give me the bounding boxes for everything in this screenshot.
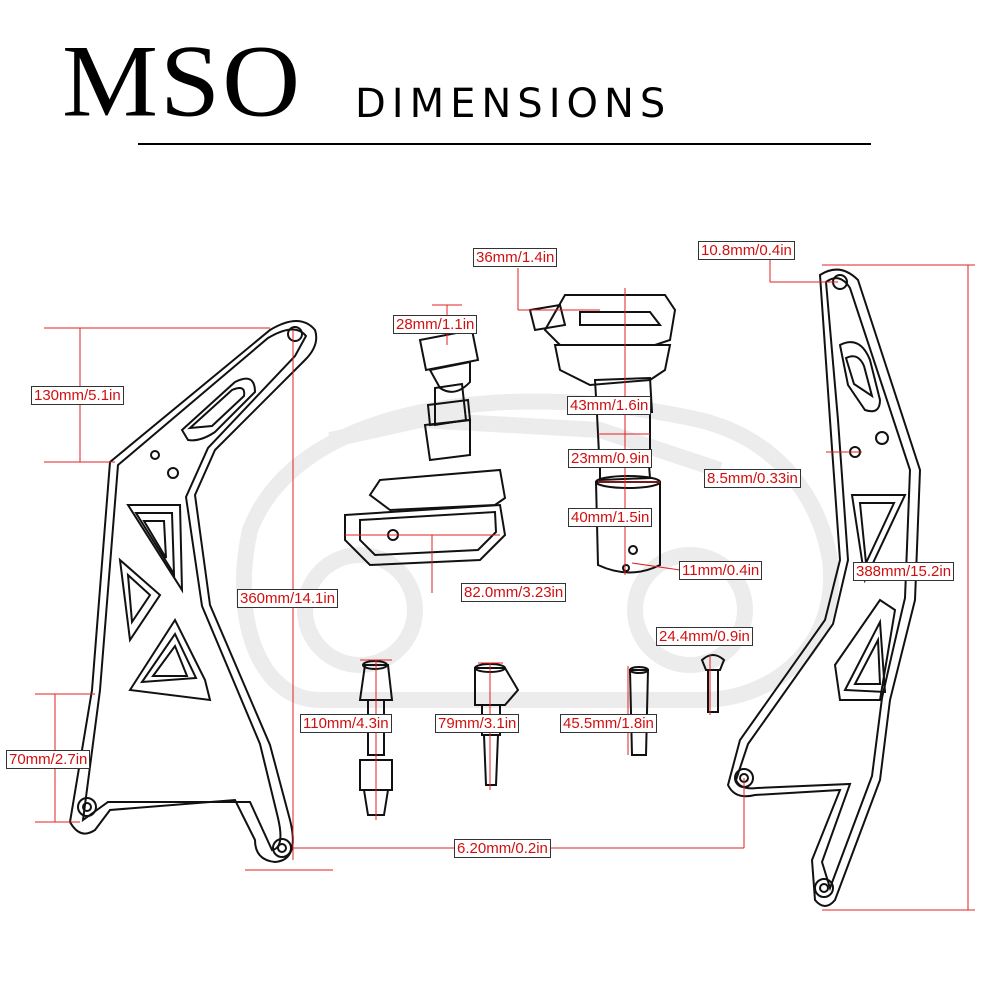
dimension-lines [35, 258, 975, 911]
dim-label-8-5: 8.5mm/0.33in [704, 469, 801, 488]
pin-shape [628, 669, 650, 756]
long-bolt-shape [358, 664, 394, 701]
dim-label-82: 82.0mm/3.23in [461, 583, 567, 602]
dim-label-79: 79mm/3.1in [435, 714, 520, 733]
dim-label-6-20: 6.20mm/0.2in [454, 839, 551, 858]
watermark [235, 393, 840, 708]
brand-logo: MSO [62, 25, 303, 139]
page-title: DIMENSIONS [355, 81, 672, 127]
short-screw-shape [700, 654, 726, 671]
dim-label-360: 360mm/14.1in [237, 589, 339, 608]
dim-label-11: 11mm/0.4in [679, 561, 763, 580]
dim-label-388: 388mm/15.2in [853, 562, 955, 581]
medium-bolt-shape [474, 667, 520, 706]
dim-label-110: 110mm/4.3in [300, 714, 392, 733]
dim-label-36: 36mm/1.4in [473, 248, 558, 267]
left-bracket [68, 320, 318, 864]
title-underline [138, 143, 871, 145]
dim-label-28: 28mm/1.1in [393, 315, 478, 334]
dim-label-70: 70mm/2.7in [6, 750, 91, 769]
dim-label-10-8: 10.8mm/0.4in [698, 241, 795, 260]
dim-label-23: 23mm/0.9in [568, 449, 653, 468]
dim-label-24-4: 24.4mm/0.9in [656, 627, 753, 646]
dim-label-130: 130mm/5.1in [31, 386, 124, 405]
dim-label-45-5: 45.5mm/1.8in [560, 714, 657, 733]
right-bracket [726, 268, 922, 907]
hardware [358, 654, 726, 816]
dim-label-40: 40mm/1.5in [568, 508, 653, 527]
left-slider [344, 328, 507, 567]
dim-label-43: 43mm/1.6in [567, 396, 652, 415]
